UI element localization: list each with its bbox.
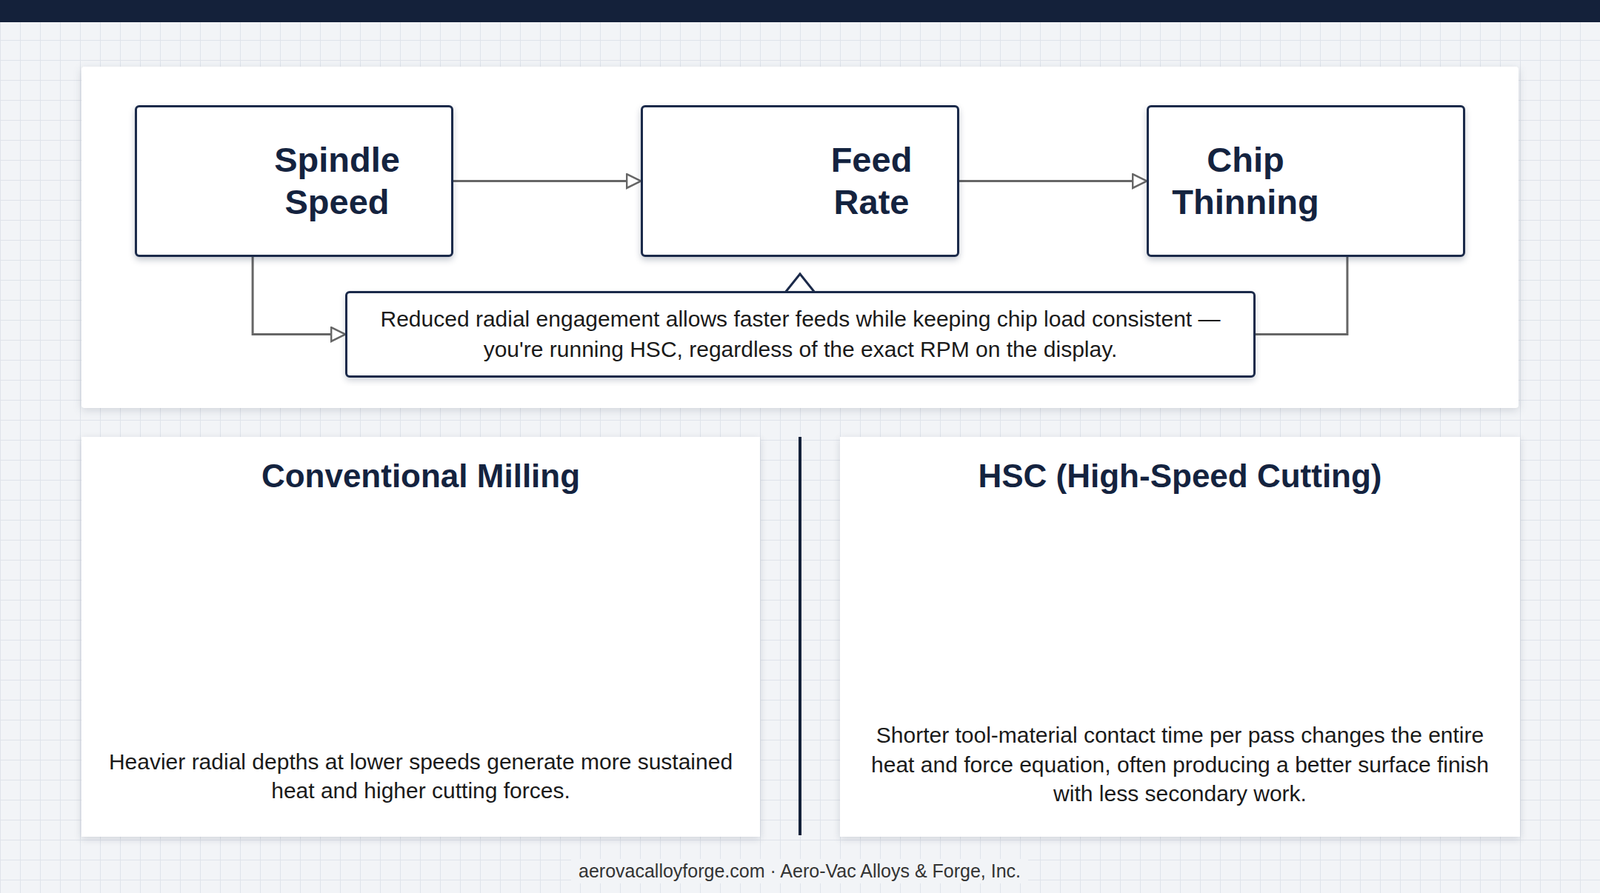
node-title: Chip Thinning — [1157, 139, 1334, 223]
callout-pointer — [785, 274, 815, 293]
connector — [959, 180, 1147, 183]
callout-box: Reduced radial engagement allows faster … — [345, 291, 1256, 378]
connector — [453, 180, 641, 183]
process-box: Chip Thinning — [1146, 105, 1466, 258]
node-body: Heavier radial depths at lower speeds ge… — [108, 747, 734, 806]
node-title: HSC (High-Speed Cutting) — [977, 457, 1382, 495]
top-bar — [0, 0, 1600, 23]
comparison-panel: Conventional MillingHeavier radial depth… — [81, 437, 760, 838]
comparison-panel: HSC (High-Speed Cutting) Shorter tool-mat… — [840, 437, 1520, 838]
connector — [1255, 257, 1348, 335]
node-title: Reduced radial engagement allows faster … — [365, 304, 1236, 365]
connector — [252, 257, 346, 335]
node-title: Conventional Milling — [261, 457, 580, 495]
process-box: Spindle Speed — [134, 105, 454, 258]
footer-note: aerovacalloyforge.com · Aero-Vac Alloys … — [571, 859, 1029, 884]
process-box: Feed Rate — [640, 105, 960, 258]
node-body: Shorter tool-material contact time per p… — [866, 720, 1494, 809]
node-title: Feed Rate — [794, 139, 949, 223]
divider — [798, 437, 802, 836]
top-panel — [81, 66, 1519, 409]
node-title: Spindle Speed — [231, 139, 443, 223]
